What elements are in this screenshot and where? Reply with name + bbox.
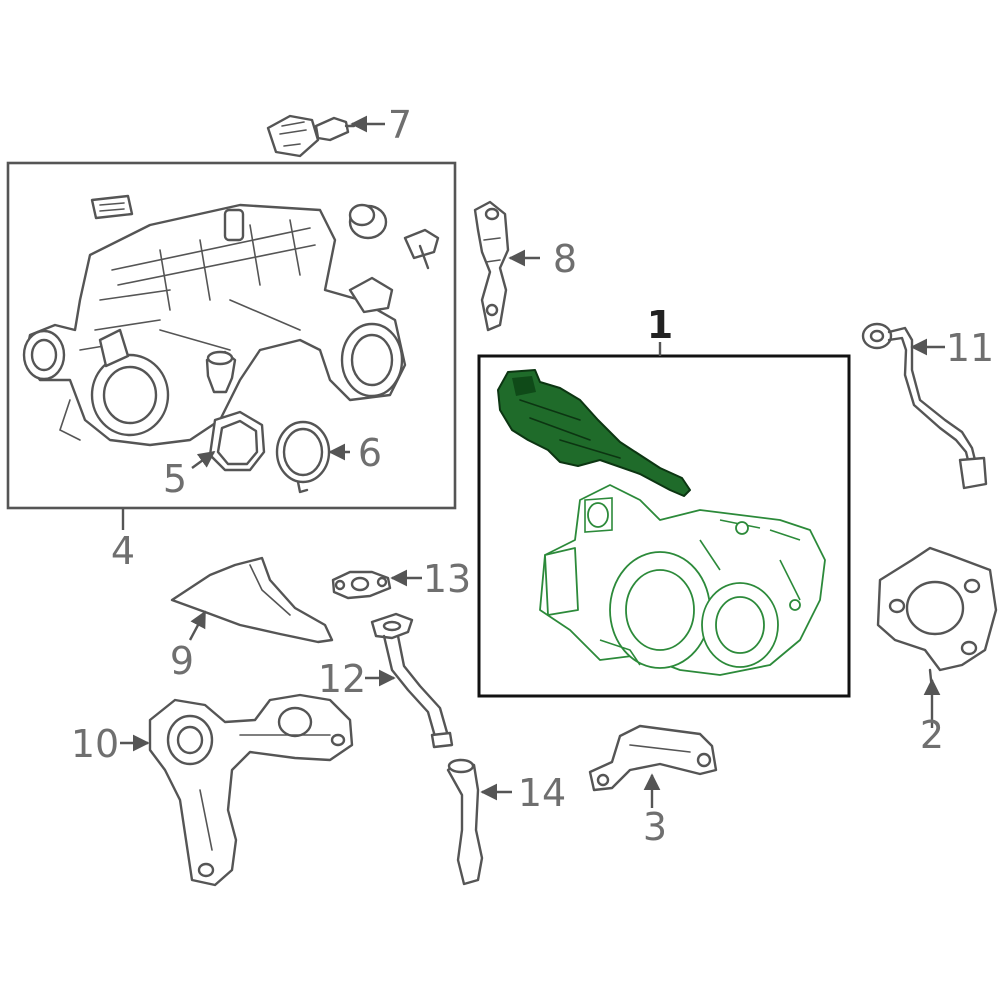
callout-9[interactable]: 9 <box>170 639 194 683</box>
part-4-cap <box>348 203 440 270</box>
callout-labels: 1 2 3 4 5 6 7 8 9 10 11 12 13 14 <box>71 103 994 849</box>
leader-lines <box>120 115 945 808</box>
part-8-bracket[interactable] <box>473 200 510 332</box>
part-12-oil-pipe[interactable] <box>370 612 454 749</box>
part-11-sensor[interactable] <box>861 322 988 490</box>
part-10-housing[interactable] <box>148 693 354 887</box>
callout-10[interactable]: 10 <box>71 722 119 766</box>
callout-8[interactable]: 8 <box>553 237 577 281</box>
part-1-actuator-highlight[interactable] <box>497 369 691 497</box>
part-14-hose[interactable] <box>446 758 484 886</box>
part-1-turbocharger[interactable] <box>539 484 826 676</box>
callout-1[interactable]: 1 <box>647 303 673 347</box>
part-2-gasket[interactable] <box>876 546 998 692</box>
callout-7[interactable]: 7 <box>388 103 412 147</box>
part-4-fitting <box>205 350 237 394</box>
callout-3[interactable]: 3 <box>643 805 667 849</box>
part-3-bracket[interactable] <box>588 724 718 792</box>
part-9-heat-shield[interactable] <box>170 556 334 644</box>
part-5-gasket[interactable] <box>208 410 266 472</box>
callout-4[interactable]: 4 <box>111 529 135 573</box>
part-6-gasket[interactable] <box>275 420 331 494</box>
part-4-label-plate <box>90 194 134 220</box>
callout-11[interactable]: 11 <box>946 326 994 370</box>
part-13-gasket[interactable] <box>331 570 392 600</box>
callout-13[interactable]: 13 <box>423 557 471 601</box>
callout-14[interactable]: 14 <box>518 771 566 815</box>
group-box-4 <box>6 161 457 510</box>
callout-12[interactable]: 12 <box>318 657 366 701</box>
callout-5[interactable]: 5 <box>163 457 187 501</box>
callout-2[interactable]: 2 <box>920 713 944 757</box>
part-7-connector[interactable] <box>266 114 356 158</box>
part-4-inlet-housing[interactable] <box>22 203 407 447</box>
group-box-1 <box>477 354 851 698</box>
callout-6[interactable]: 6 <box>358 431 382 475</box>
